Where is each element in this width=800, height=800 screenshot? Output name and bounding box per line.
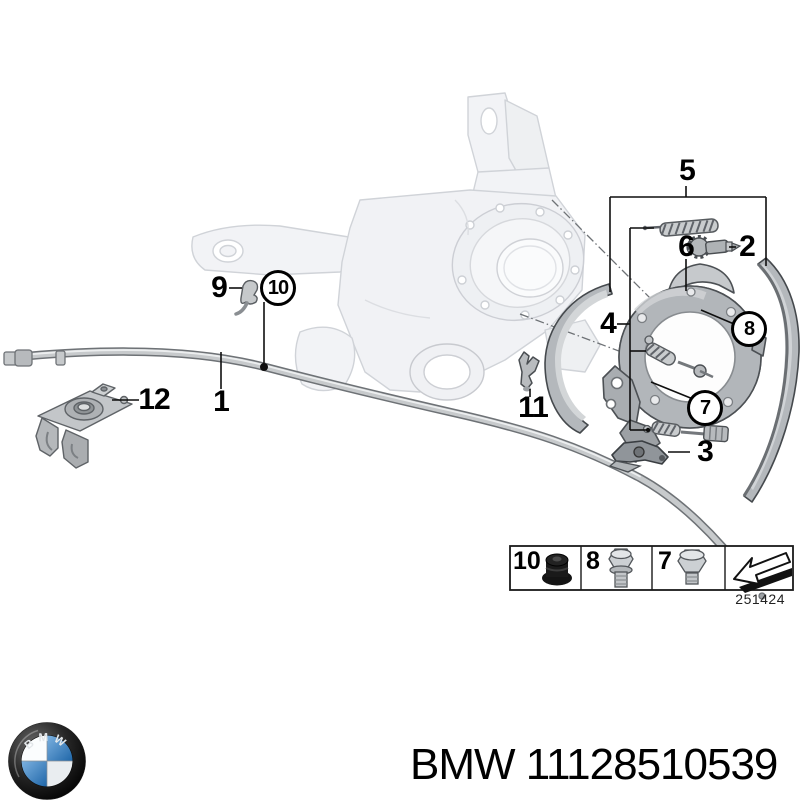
grommet-icon (542, 553, 572, 586)
callout-6[interactable]: 6 (678, 230, 695, 263)
bolt-icon-7 (677, 549, 707, 585)
shoe-return-spring-middle (644, 335, 714, 379)
return-spring-top (642, 218, 719, 237)
legend-label-7: 7 (658, 547, 672, 575)
callout-5[interactable]: 5 (679, 154, 696, 187)
brake-shoe-right (742, 257, 800, 503)
callout-10-circled[interactable]: 10 (260, 270, 296, 306)
logo-quadrant-blue-bl (21, 761, 47, 787)
bmw-logo: BMW (8, 722, 86, 800)
expanding-lock-lever (608, 440, 669, 473)
cable-end-front (3, 349, 66, 367)
bolt-icon-8 (608, 548, 634, 588)
cable-fork-holder (518, 351, 540, 392)
logo-quadrant-blue-tr (47, 735, 73, 761)
legend-label-10: 10 (513, 547, 541, 575)
cable-clip (234, 279, 259, 316)
callout-9[interactable]: 9 (211, 271, 228, 304)
callout-3[interactable]: 3 (697, 435, 714, 468)
callout-11[interactable]: 11 (518, 391, 549, 424)
callout-12[interactable]: 12 (138, 383, 170, 416)
callout-2[interactable]: 2 (739, 230, 756, 263)
steering-knuckle-ghost (191, 92, 601, 401)
leader-dot (645, 427, 651, 433)
part-number-title: BMW 11128510539 (410, 740, 778, 789)
logo-quadrant-white-tl (21, 735, 47, 761)
cable-attachment-dot (260, 363, 268, 371)
logo-quadrant-white-br (47, 761, 73, 787)
legend-label-8: 8 (586, 547, 600, 575)
callout-4[interactable]: 4 (600, 307, 617, 340)
leader-lines-dashed (519, 199, 669, 361)
anchor-plate (602, 263, 767, 463)
parking-brake-cable (3, 347, 766, 600)
callout-7-circled[interactable]: 7 (687, 390, 723, 426)
legend-box (509, 545, 794, 593)
callout-8-circled[interactable]: 8 (731, 311, 767, 347)
cable-holder-bracket (35, 383, 133, 469)
adjuster-assembly (686, 235, 742, 259)
page-turn-arrow-icon (733, 552, 792, 593)
diagram-number: 251424 (735, 591, 785, 607)
callout-leader-lines (112, 186, 767, 453)
callout-1[interactable]: 1 (213, 385, 230, 418)
